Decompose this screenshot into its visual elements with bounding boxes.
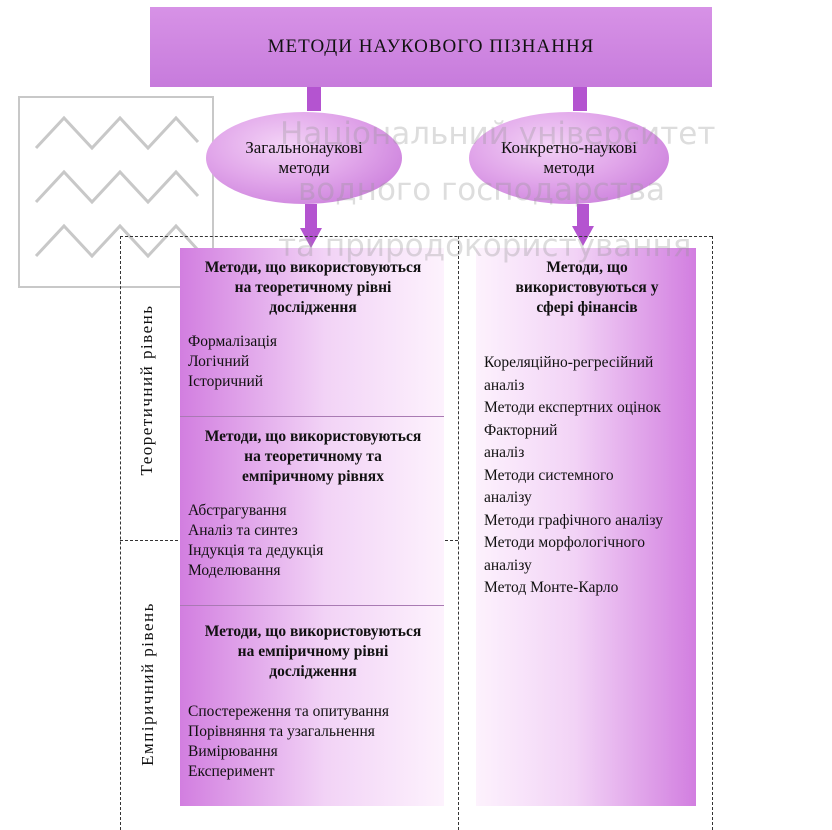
finance-method-item: Методи системного	[484, 466, 614, 484]
arrow-shaft-left-bottom	[305, 204, 317, 230]
method-item: Вимірювання	[188, 743, 278, 760]
frame-top-dashed	[120, 236, 712, 237]
finance-method-item: Методи експертних оцінок	[484, 399, 661, 416]
section-title-line: Методи, що	[546, 259, 628, 276]
method-item: Абстрагування	[188, 502, 287, 519]
finance-section-title: Методи, що використовуються у сфері фіна…	[484, 258, 690, 318]
finance-method-item: аналіз	[484, 444, 525, 461]
finance-method-item: Факторний	[484, 421, 558, 439]
section-divider	[180, 416, 444, 417]
frame-middle-dashed	[458, 236, 459, 830]
arrow-shaft-left-top	[307, 87, 321, 111]
theoretical-empirical-methods-section: Методи, що використовуються на теоретичн…	[180, 417, 444, 605]
section-title-line: на теоретичному рівні	[234, 279, 392, 296]
frame-right-dashed	[712, 236, 713, 830]
method-item: Формалізація	[188, 333, 278, 350]
finance-method-item: аналізу	[484, 489, 532, 506]
section-title-line: використовуються у	[515, 279, 659, 296]
section-title-line: Методи, що використовуються	[204, 623, 422, 640]
general-methods-ellipse: Загальнонаукові методи	[206, 112, 402, 204]
finance-method-item: Метод Монте-Карло	[484, 579, 619, 596]
section-title-line: сфері фінансів	[536, 299, 638, 316]
diagram-title: МЕТОДИ НАУКОВОГО ПІЗНАННЯ	[150, 7, 712, 87]
method-item: Індукція та дедукція	[188, 542, 324, 559]
section-title: Методи, що використовуються на теоретичн…	[188, 258, 438, 318]
arrow-head-left	[300, 228, 322, 248]
watermark-line-3: та природокористування	[278, 228, 692, 264]
section-title-line: на теоретичному та	[244, 448, 382, 465]
method-item: Аналіз та синтез	[188, 522, 298, 539]
method-item: Моделювання	[188, 562, 281, 579]
general-methods-line-2: методи	[278, 158, 330, 177]
watermark-line-2: водного господарства	[298, 172, 666, 208]
section-title-line: дослідження	[269, 663, 357, 680]
finance-method-item: Методи морфологічного	[484, 534, 645, 551]
specific-methods-ellipse: Конкретно-наукові методи	[469, 112, 669, 204]
method-item: Порівняння та узагальнення	[188, 723, 375, 740]
specific-methods-line-2: методи	[543, 158, 595, 177]
section-title: Методи, що використовуються на теоретичн…	[188, 427, 438, 487]
section-title: Методи, що використовуються на емпірично…	[188, 622, 438, 682]
section-divider	[180, 605, 444, 606]
section-title-line: Методи, що використовуються	[204, 428, 422, 445]
finance-method-item: Кореляційно-регресійний	[484, 354, 654, 371]
finance-method-item: аналіз	[484, 376, 525, 394]
method-item: Експеримент	[188, 763, 275, 780]
empirical-level-label: Емпіричний рівень	[138, 602, 157, 766]
finance-method-item: Методи графічного аналізу	[484, 511, 663, 529]
section-title-line: на емпіричному рівні	[237, 643, 389, 660]
section-title-line: емпіричному рівнях	[242, 468, 384, 485]
specific-methods-line-1: Конкретно-наукові	[500, 138, 637, 157]
theoretical-level-label: Теоретичний рівень	[137, 304, 156, 476]
finance-method-item: аналізу	[484, 556, 532, 574]
arrow-shaft-right-bottom	[577, 204, 589, 228]
section-title-line: дослідження	[269, 299, 357, 316]
method-item: Логічний	[188, 353, 250, 370]
method-item: Спостереження та опитування	[188, 703, 390, 720]
section-title-line: Методи, що використовуються	[204, 259, 422, 276]
general-methods-line-1: Загальнонаукові	[245, 138, 363, 157]
finance-methods-section: Методи, що використовуються у сфері фіна…	[476, 248, 696, 806]
watermark-line-1: Національний університет	[280, 116, 716, 152]
arrow-shaft-right-top	[573, 87, 587, 111]
theoretical-methods-section: Методи, що використовуються на теоретичн…	[180, 248, 444, 416]
empirical-methods-section: Методи, що використовуються на емпірично…	[180, 606, 444, 806]
diagram-title-text: МЕТОДИ НАУКОВОГО ПІЗНАННЯ	[267, 36, 595, 57]
watermark-logo	[18, 96, 214, 288]
method-item: Історичний	[188, 373, 264, 390]
frame-left-dashed	[120, 236, 121, 830]
